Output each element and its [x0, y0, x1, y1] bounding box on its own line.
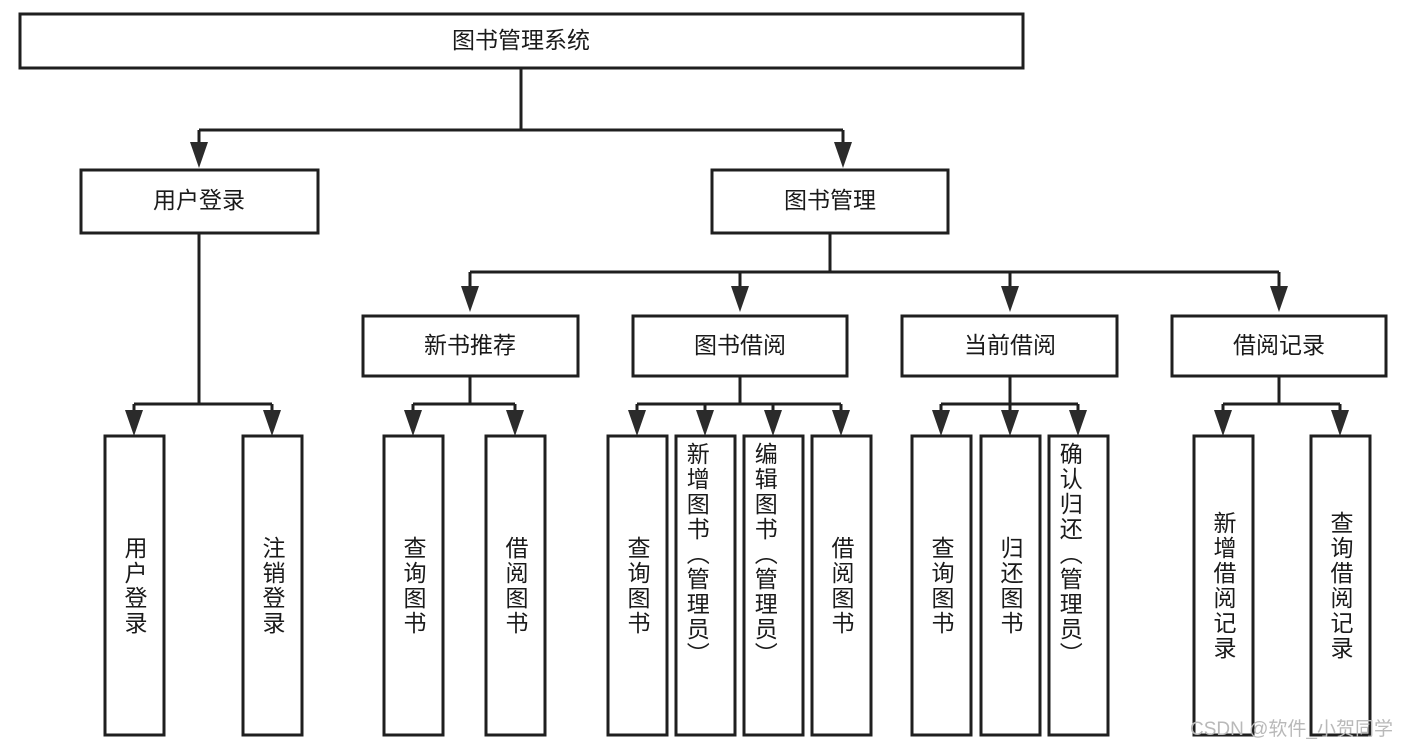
node-user-login[interactable]: 用户登录: [79, 168, 320, 235]
node-root[interactable]: 图书管理系统: [18, 12, 1025, 70]
node-leaf-query-book-3-label: 查询图书: [928, 536, 955, 636]
node-current-borrow[interactable]: 当前借阅: [900, 314, 1119, 378]
node-leaf-query-book-2-label: 查询图书: [624, 536, 651, 636]
node-leaf-return-book[interactable]: 归还图书: [979, 434, 1042, 737]
node-leaf-logout[interactable]: 注销登录: [241, 434, 304, 737]
node-new-book-recommend[interactable]: 新书推荐: [361, 314, 580, 378]
node-borrow-record[interactable]: 借阅记录: [1170, 314, 1388, 378]
node-leaf-logout-label: 注销登录: [259, 536, 286, 636]
node-leaf-add-record[interactable]: 新增借阅记录: [1192, 434, 1255, 737]
connector-bookmanage-to-level2: [461, 233, 1288, 312]
node-leaf-query-book-3[interactable]: 查询图书: [910, 434, 973, 737]
node-book-manage-label: 图书管理: [784, 187, 876, 213]
node-current-borrow-label: 当前借阅: [964, 332, 1056, 358]
node-borrow-record-label: 借阅记录: [1233, 332, 1325, 358]
node-root-label: 图书管理系统: [452, 27, 590, 53]
node-user-login-label: 用户登录: [153, 187, 245, 213]
node-book-manage[interactable]: 图书管理: [710, 168, 950, 235]
node-leaf-query-record-label: 查询借阅记录: [1327, 511, 1354, 661]
connector-currentborrow-to-leaves: [932, 376, 1087, 436]
node-leaf-confirm-return-label: 确认归还（管理员）: [1056, 442, 1083, 667]
node-book-borrow[interactable]: 图书借阅: [631, 314, 849, 378]
node-leaf-user-login[interactable]: 用户登录: [103, 434, 166, 737]
node-leaf-borrow-book-2[interactable]: 借阅图书: [810, 434, 873, 737]
node-new-book-recommend-label: 新书推荐: [424, 332, 516, 358]
node-leaf-query-record[interactable]: 查询借阅记录: [1309, 434, 1372, 737]
node-leaf-add-book[interactable]: 新增图书（管理员）: [674, 434, 737, 737]
node-leaf-borrow-book-1[interactable]: 借阅图书: [484, 434, 547, 737]
node-book-borrow-label: 图书借阅: [694, 332, 786, 358]
node-leaf-add-record-label: 新增借阅记录: [1210, 511, 1237, 661]
node-leaf-query-book-1-label: 查询图书: [400, 536, 427, 636]
node-leaf-user-login-label: 用户登录: [121, 536, 148, 636]
connector-root-to-level1: [190, 68, 852, 168]
node-leaf-return-book-label: 归还图书: [997, 536, 1024, 636]
node-leaf-edit-book[interactable]: 编辑图书（管理员）: [742, 434, 805, 737]
node-leaf-query-book-2[interactable]: 查询图书: [606, 434, 669, 737]
connector-newbook-to-leaves: [404, 376, 524, 436]
connector-borrowrecord-to-leaves: [1214, 376, 1349, 436]
connector-bookborrow-to-leaves: [628, 376, 850, 436]
node-leaf-borrow-book-1-label: 借阅图书: [502, 536, 529, 636]
connector-userlogin-to-leaves: [125, 233, 281, 436]
node-leaf-confirm-return[interactable]: 确认归还（管理员）: [1047, 434, 1110, 737]
node-leaf-edit-book-label: 编辑图书（管理员）: [751, 442, 778, 667]
node-leaf-borrow-book-2-label: 借阅图书: [828, 536, 855, 636]
node-leaf-add-book-label: 新增图书（管理员）: [683, 442, 710, 667]
node-leaf-query-book-1[interactable]: 查询图书: [382, 434, 445, 737]
